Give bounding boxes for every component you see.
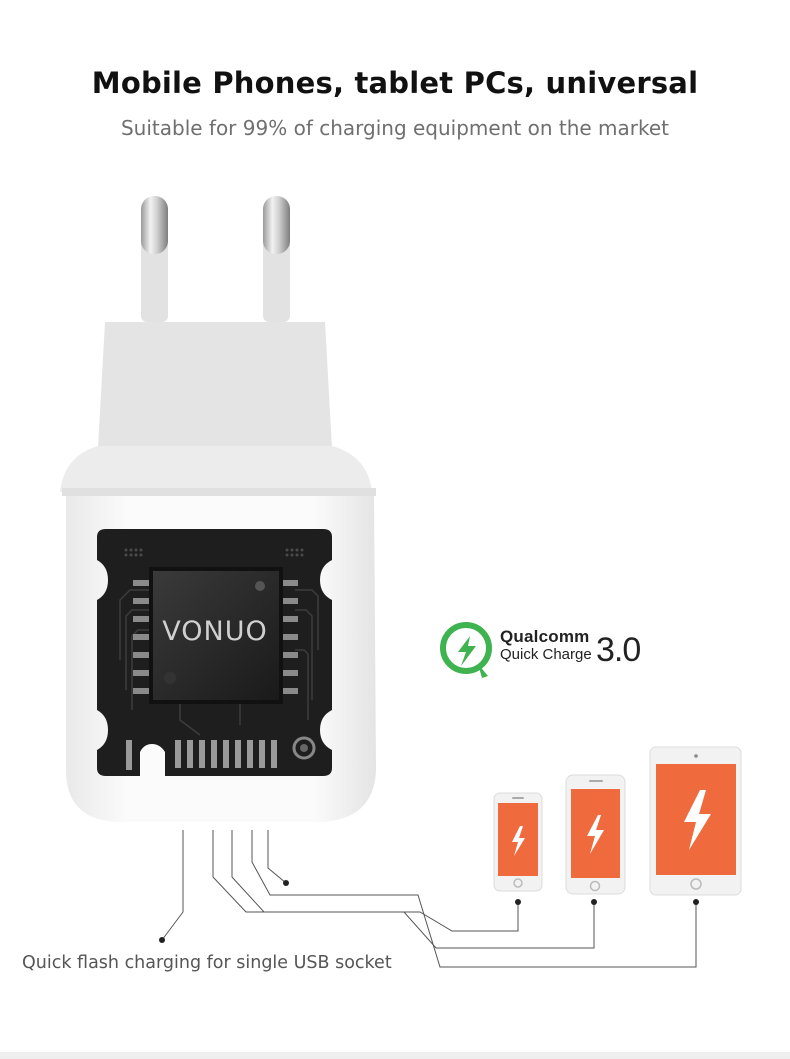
chip-brand-label: VONUO <box>162 616 267 647</box>
single-usb-caption: Quick flash charging for single USB sock… <box>22 953 392 973</box>
qualcomm-wordmark: Qualcomm Quick Charge <box>500 628 592 664</box>
phone-small <box>493 792 543 892</box>
connection-dots <box>159 880 699 943</box>
lightning-bolt-icon <box>684 790 711 850</box>
page-title: Mobile Phones, tablet PCs, universal <box>91 66 699 100</box>
bottom-divider <box>0 1052 790 1059</box>
lightning-bolt-icon <box>512 826 525 856</box>
contact-pads <box>126 740 277 770</box>
phone-medium <box>565 774 626 895</box>
circuit-board: VONUO <box>97 529 332 776</box>
plug-pins <box>141 196 290 322</box>
page-subtitle: Suitable for 99% of charging equipment o… <box>120 116 670 140</box>
connection-lines <box>161 830 697 968</box>
chip-pins <box>133 580 298 694</box>
quick-charge-version: 3.0 <box>596 631 641 669</box>
tablet <box>649 746 742 896</box>
quick-charge-label: Quick Charge <box>500 646 592 663</box>
qualcomm-brand: Qualcomm <box>500 627 590 646</box>
lightning-bolt-icon <box>587 815 604 854</box>
qualcomm-logo-icon <box>440 622 492 678</box>
